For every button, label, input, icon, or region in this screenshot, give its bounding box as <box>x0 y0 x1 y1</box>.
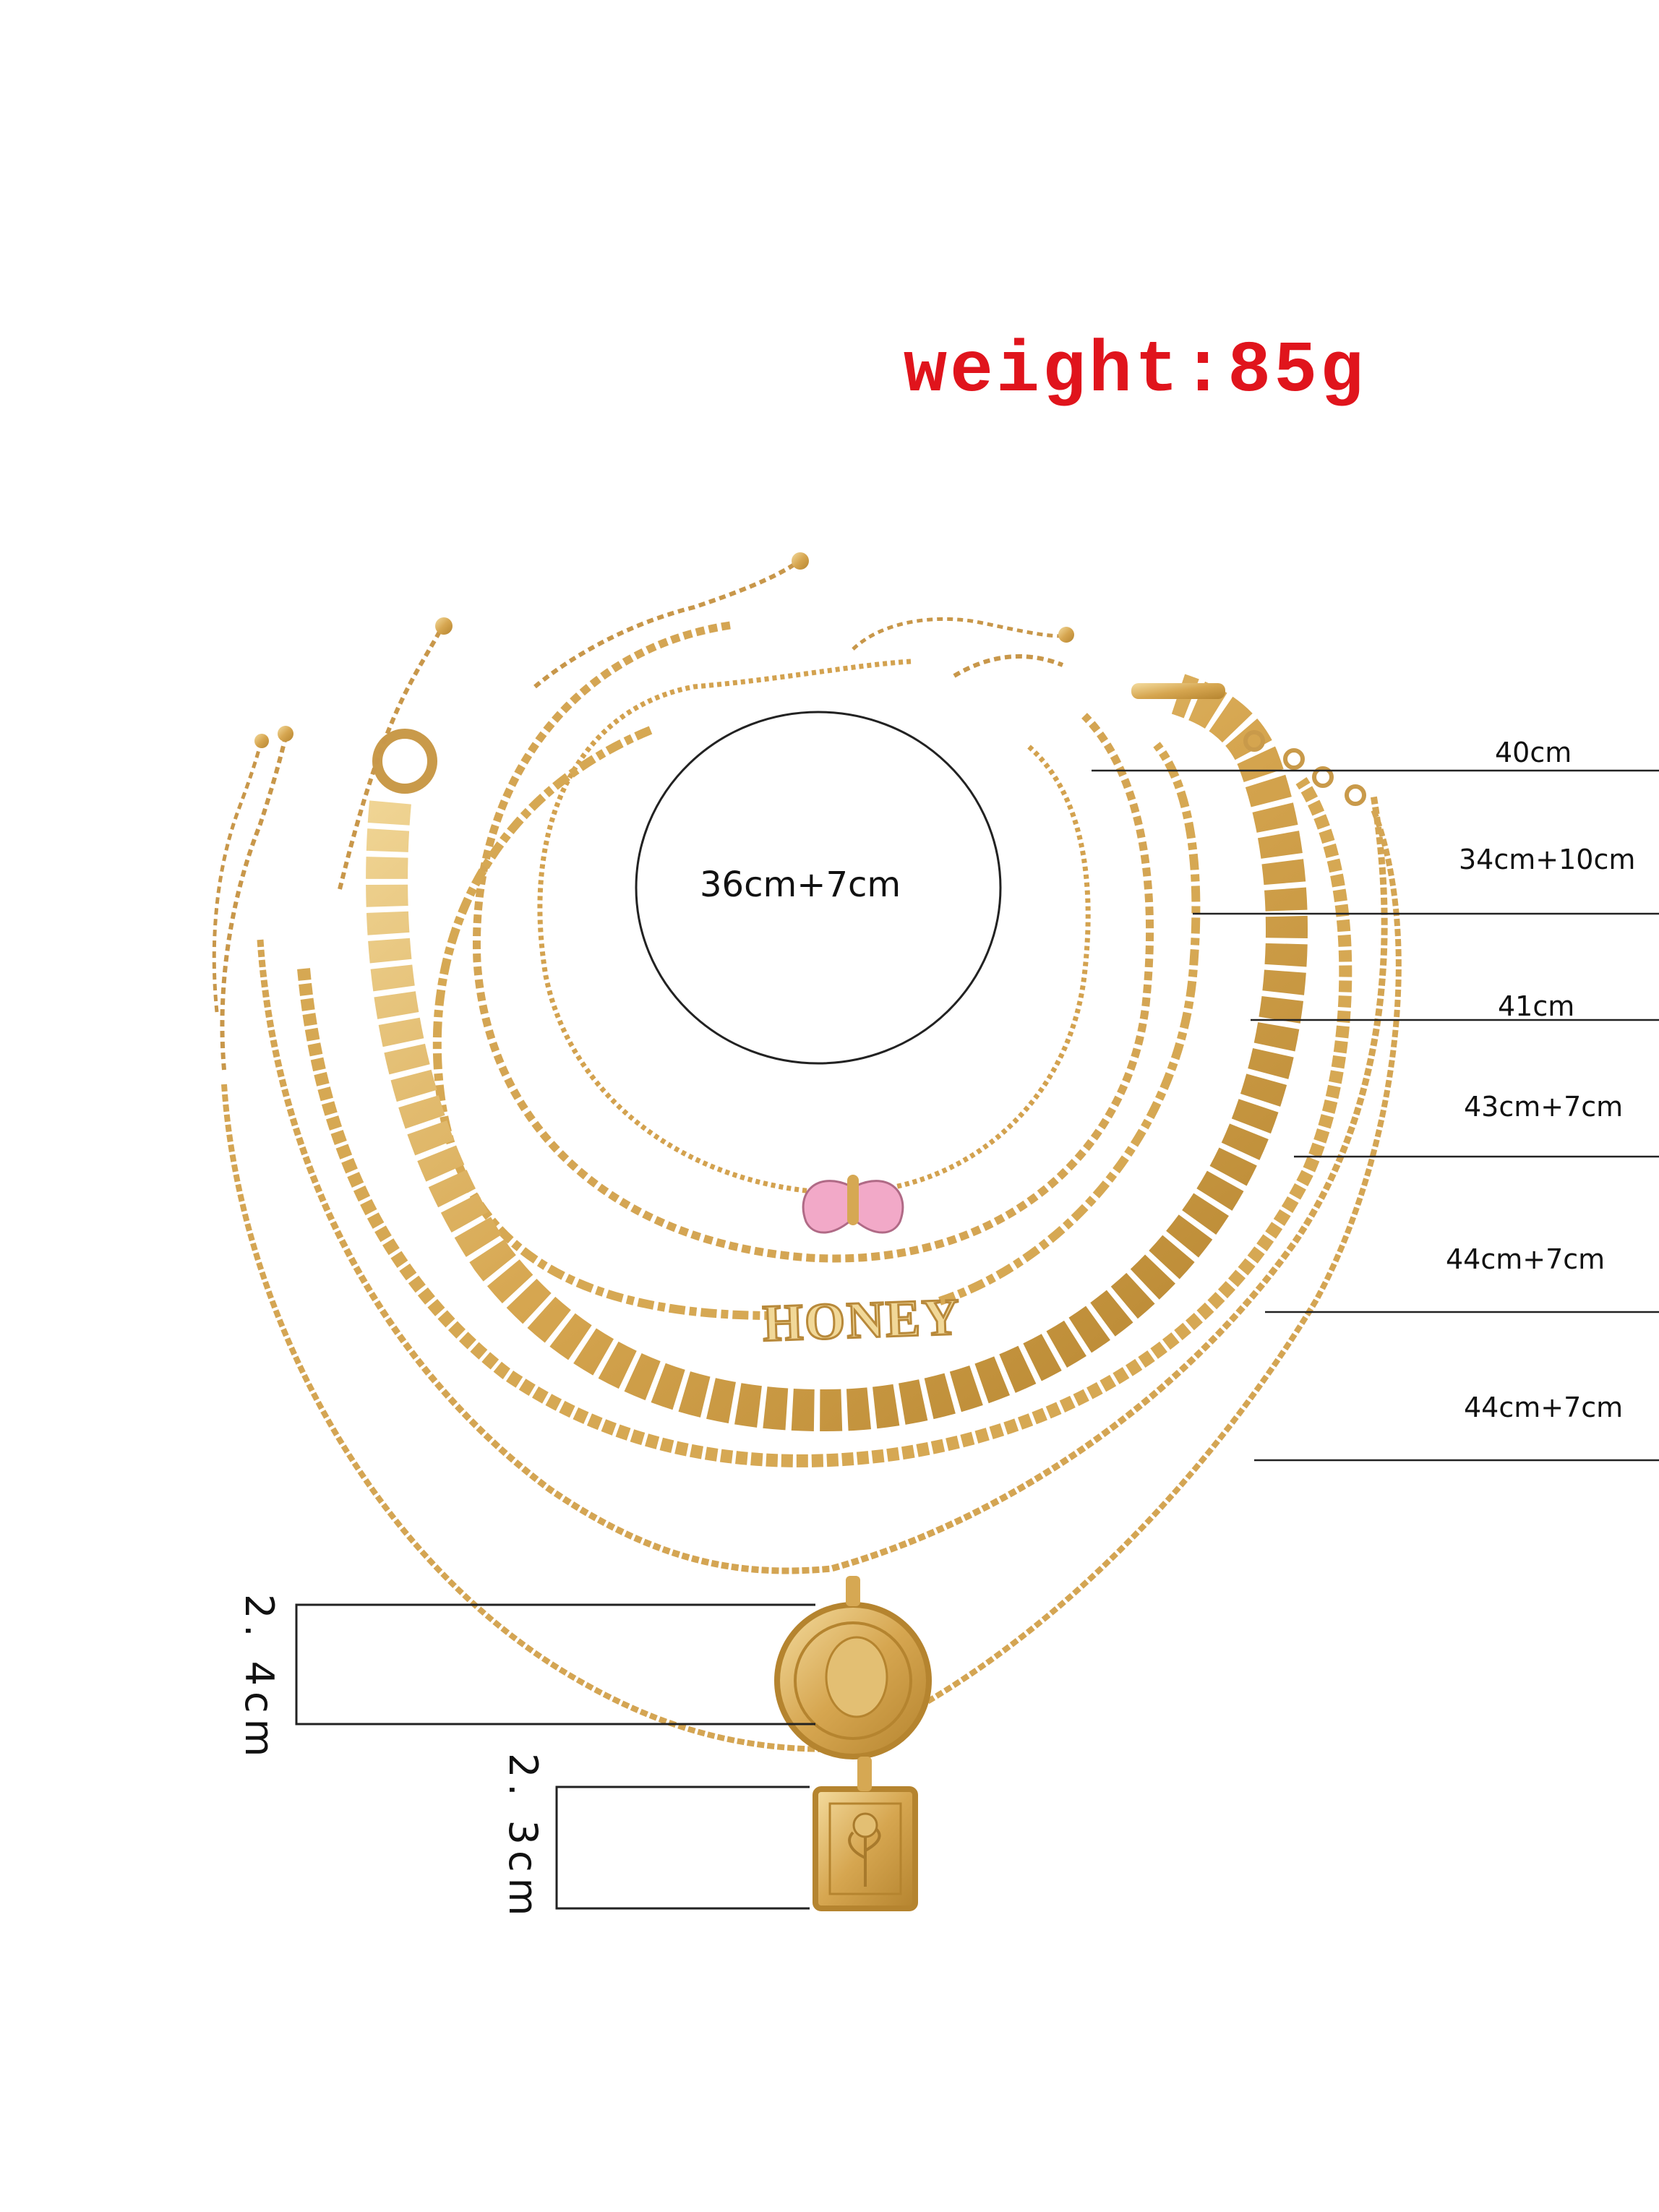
figaro-chain <box>432 726 1201 1320</box>
dimension-circle <box>635 711 1002 1065</box>
length-label-4: 43cm+7cm <box>1464 1091 1624 1123</box>
curb-chain <box>297 777 1353 1467</box>
rose-pendant <box>813 1757 918 1911</box>
rope-chain-coin <box>257 794 1388 1574</box>
pendant-dimension-brackets <box>295 1603 815 1910</box>
chunky-curb-chain <box>366 674 1308 1432</box>
length-label-3: 41cm <box>1498 990 1575 1022</box>
length-label-1: 40cm <box>1495 737 1572 768</box>
length-label-2: 34cm+10cm <box>1459 844 1636 875</box>
length-label-6: 44cm+7cm <box>1464 1392 1624 1423</box>
length-leader-lines <box>1092 769 1659 1462</box>
weight-label: weight:85g <box>904 331 1367 413</box>
rolo-chain <box>472 621 1154 1263</box>
rose-size-label: 2. 3cm <box>500 1753 546 1922</box>
bead-chain-extender <box>852 617 1063 651</box>
bead-chain <box>537 659 1091 1196</box>
length-label-5: 44cm+7cm <box>1446 1243 1606 1275</box>
butterfly-pendant <box>802 1175 904 1234</box>
toggle-bar <box>1131 683 1225 699</box>
circle-length-label: 36cm+7cm <box>700 865 901 905</box>
coin-pendant <box>774 1576 932 1759</box>
honey-pendant: HONEY <box>760 1287 963 1354</box>
coin-size-label: 2. 4cm <box>236 1594 282 1763</box>
